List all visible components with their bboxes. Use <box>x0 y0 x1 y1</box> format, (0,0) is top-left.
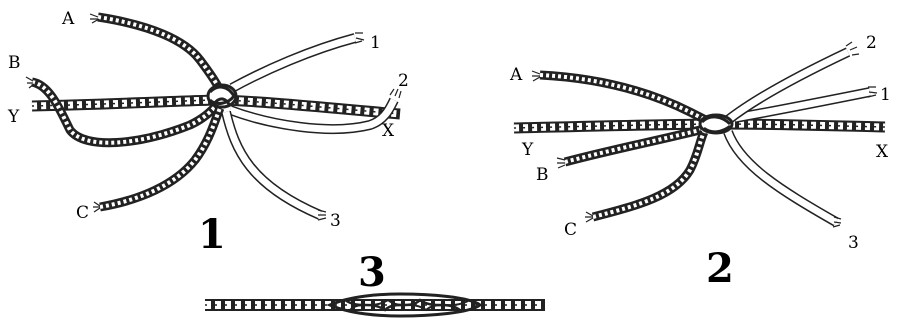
figure-2-strand-b <box>557 130 700 168</box>
figure-3-number: 3 <box>358 249 386 296</box>
figure-2: A B C Y X 1 2 3 2 <box>509 33 891 292</box>
figure-2-strand-3 <box>728 132 841 227</box>
figure-3: 3 <box>205 249 545 316</box>
figure-1-label-c: C <box>76 203 89 223</box>
figure-1-label-1: 1 <box>370 33 381 53</box>
figure-1-label-2: 2 <box>398 71 409 91</box>
figure-2-number: 2 <box>706 245 734 292</box>
figure-2-label-c: C <box>564 220 577 240</box>
figure-2-label-a: A <box>509 65 523 85</box>
figure-1: A B C Y X 1 2 3 1 <box>7 9 409 258</box>
figure-2-label-3: 3 <box>848 233 859 253</box>
figure-1-strand-1 <box>232 33 364 88</box>
figure-1-strand-b <box>26 77 218 143</box>
figure-1-strand-a <box>90 14 222 95</box>
figure-2-knot <box>700 115 732 133</box>
figure-2-strand-a <box>532 71 710 122</box>
figure-1-label-a: A <box>61 9 75 29</box>
figure-2-label-2: 2 <box>866 33 877 53</box>
figure-1-label-y: Y <box>7 107 20 127</box>
figure-2-label-y: Y <box>521 140 534 160</box>
figure-1-label-b: B <box>8 53 21 73</box>
figure-1-knot <box>208 85 236 107</box>
figure-2-label-1: 1 <box>880 85 891 105</box>
figure-3-finished-splice <box>205 294 545 316</box>
figure-2-label-x: X <box>876 142 889 162</box>
figure-1-number: 1 <box>198 211 226 258</box>
figure-2-label-b: B <box>536 165 549 185</box>
figure-1-label-x: X <box>382 121 395 141</box>
figure-1-label-3: 3 <box>330 211 341 231</box>
